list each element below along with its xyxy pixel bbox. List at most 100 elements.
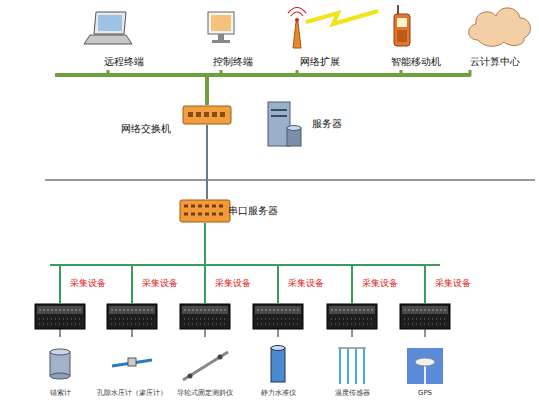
node-label: 导轮式固定测斜仪: [177, 389, 233, 397]
connector-line: [207, 70, 221, 105]
node-label: 采集设备: [435, 278, 471, 289]
gauge-bottom: [50, 373, 70, 379]
connector-line: [204, 223, 206, 304]
switch-port: [212, 112, 217, 117]
sensor-node: 静力水准仪: [248, 337, 308, 397]
level-top: [271, 346, 285, 351]
anchor-gauge-icon: [50, 349, 70, 379]
laptop-base: [84, 35, 132, 44]
antenna-icon: [288, 8, 306, 49]
antenna-tip: [295, 18, 299, 22]
monitor-frame: [208, 12, 234, 34]
node-label: 智能移动机: [391, 56, 441, 68]
node-label: 孔隙水压计（渗压计）: [97, 389, 167, 397]
switch-port: [220, 112, 225, 117]
device-box: [253, 304, 303, 329]
sensor-probe: [363, 348, 365, 384]
switch-port: [196, 112, 201, 117]
acquisition-device: 采集设备: [400, 304, 450, 329]
node-label: 串口服务器: [228, 205, 278, 217]
sensor-node: 锚索计: [30, 337, 90, 397]
node-label: 锚索计: [50, 389, 71, 397]
device-box: [107, 304, 157, 329]
connector-line: [108, 70, 207, 105]
serial-ports: [184, 213, 226, 216]
server-slot: [271, 109, 287, 111]
device-box: [180, 304, 230, 329]
serial-server-node: 串口服务器: [180, 199, 230, 223]
gps-pole: [424, 364, 426, 384]
switch-icon: [183, 106, 231, 124]
monitor-foot: [212, 40, 230, 43]
gps-icon: [407, 348, 443, 384]
wireless-bolt: [306, 11, 378, 24]
connector-line: [60, 329, 61, 337]
acquisition-device: 采集设备: [35, 304, 85, 329]
piezometer-head: [128, 358, 136, 366]
node-label: 温度传感器: [335, 389, 370, 397]
level-gauge-icon: [271, 346, 285, 383]
device-box: [327, 304, 377, 329]
phone-icon: [394, 5, 410, 46]
cloud-node: 云计算中心: [465, 5, 535, 70]
connector-line: [352, 329, 353, 337]
monitor-icon: [208, 12, 234, 43]
acquisition-device: 采集设备: [180, 304, 230, 329]
node-label: 云计算中心: [470, 56, 520, 68]
sensor-node: 温度传感器: [322, 337, 382, 397]
node-label: 采集设备: [70, 278, 106, 289]
guide-wheel: [218, 355, 223, 360]
acquisition-device: 采集设备: [327, 304, 377, 329]
terminal-node: 控制终端: [205, 10, 255, 70]
terminal-node: 智能移动机: [385, 5, 447, 70]
inclinometer-rod: [183, 352, 228, 380]
separator-line: [45, 180, 535, 181]
gauge-body: [50, 352, 70, 376]
sensor-probe: [355, 348, 357, 384]
antenna-mast: [293, 22, 301, 48]
node-label: 远程终端: [104, 56, 144, 68]
connector-line: [207, 70, 401, 105]
connector-line: [207, 70, 470, 105]
node-label: 网络交换机: [121, 123, 171, 135]
inclinometer-icon: [183, 352, 228, 380]
connector-line: [205, 223, 278, 304]
switch-node: 网络交换机: [183, 105, 231, 125]
level-body: [271, 348, 285, 382]
node-label: 静力水准仪: [261, 389, 296, 397]
device-box: [35, 304, 85, 329]
connector-line: [60, 223, 205, 304]
terminal-node: 远程终端: [88, 10, 144, 70]
phone-body: [394, 14, 410, 46]
laptop-icon: [84, 12, 132, 44]
phone-keypad: [397, 30, 407, 42]
guide-wheel: [188, 374, 193, 379]
temperature-sensor-icon: [338, 348, 366, 384]
gps-dish: [415, 358, 435, 366]
device-box: [400, 304, 450, 329]
cloud-icon: [469, 8, 531, 46]
switch-port: [204, 112, 209, 117]
sensor-bar: [338, 348, 366, 349]
phone-antenna: [397, 5, 399, 14]
network-bus: [55, 73, 470, 77]
sensor-probe: [339, 348, 341, 384]
connector-line: [425, 329, 426, 337]
acquisition-device: 采集设备: [253, 304, 303, 329]
connector-line: [207, 70, 297, 105]
monitor-neck: [218, 34, 224, 40]
server-icon: [268, 102, 301, 146]
connector-line: [205, 223, 352, 304]
server-node: 服务器: [266, 100, 302, 152]
connector-line: [132, 223, 205, 304]
connector-line: [278, 329, 279, 337]
switch-port: [188, 112, 193, 117]
serial-ports: [184, 205, 226, 208]
node-label: 网络扩展: [300, 56, 340, 68]
serial-server-icon: [180, 200, 230, 222]
server-disk-top: [287, 126, 301, 131]
connector-line: [205, 223, 425, 304]
